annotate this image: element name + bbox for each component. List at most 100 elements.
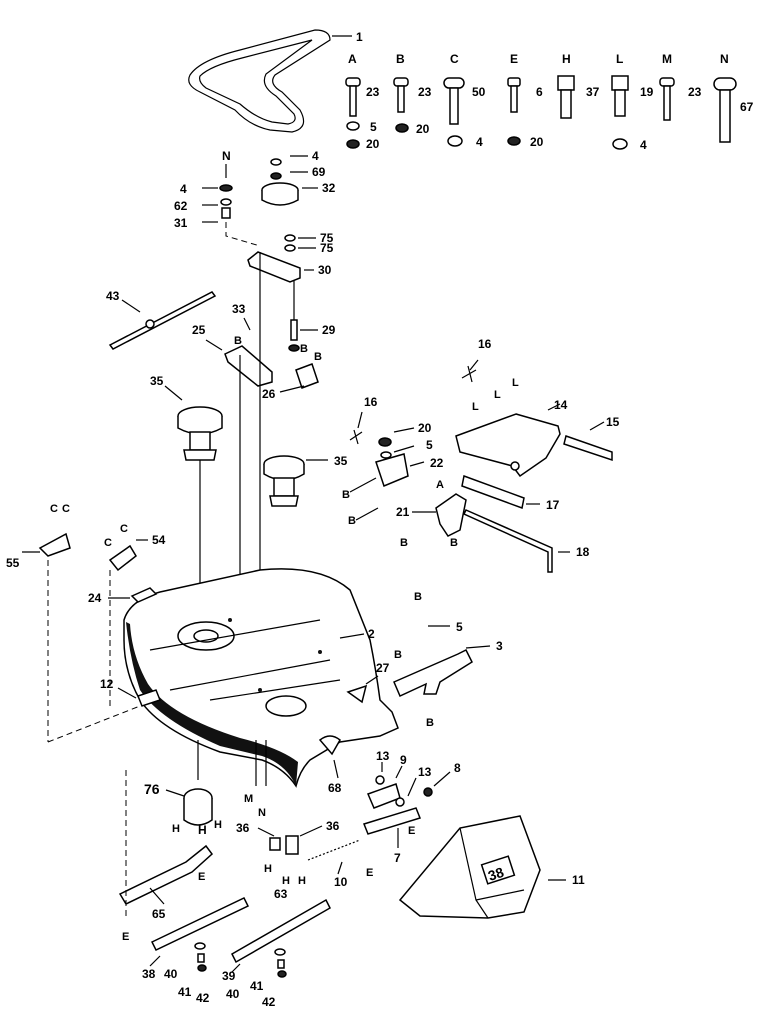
callout-30: 30 [318, 263, 332, 277]
callout-54: 54 [152, 533, 166, 547]
spindle-pulley-left [177, 406, 223, 461]
callout-4-right: 4 [312, 149, 319, 163]
callout-11: 11 [572, 873, 585, 887]
callout-62: 62 [174, 199, 188, 213]
hardware-legend: A 23 B 23 C 50 E 6 H 37 L 19 M 23 N 67 5… [345, 52, 754, 152]
callout-8: 8 [454, 761, 461, 775]
hw-qty-a: 23 [366, 85, 380, 99]
callout-3: 3 [496, 639, 503, 653]
mower-deck-housing [123, 568, 399, 788]
callout-13-right: 13 [418, 765, 432, 779]
letter-h-76c: H [214, 819, 222, 831]
hw-qty-m: 23 [688, 85, 702, 99]
hw-letter-a: A [348, 52, 357, 66]
hw-qty-c: 50 [472, 85, 486, 99]
callout-39: 39 [222, 969, 236, 983]
callout-32: 32 [322, 181, 336, 195]
letter-c-55b: C [62, 503, 70, 515]
letter-c-54b: C [120, 523, 128, 535]
callout-9: 9 [400, 753, 407, 767]
callout-5-upper: 5 [426, 438, 433, 452]
callout-13-left: 13 [376, 749, 390, 763]
callout-21: 21 [396, 505, 410, 519]
hw-letter-h: H [562, 52, 571, 66]
callout-29: 29 [322, 323, 336, 337]
callout-41-left: 41 [178, 985, 192, 999]
hw-letter-e: E [510, 52, 518, 66]
hw-qty-b: 23 [418, 85, 432, 99]
callout-63: 63 [274, 887, 288, 901]
letter-n-lower: N [258, 807, 266, 819]
callout-16-left: 16 [364, 395, 378, 409]
hw-qty-l: 19 [640, 85, 654, 99]
callout-35-left: 35 [150, 374, 164, 388]
letter-c-54a: C [104, 537, 112, 549]
drive-belt-part [188, 29, 331, 133]
hw-letter-c: C [450, 52, 459, 66]
letter-e-7b: E [408, 825, 415, 837]
letter-h-36a: H [264, 863, 272, 875]
letter-e-7a: E [366, 867, 373, 879]
nut-qty-4a: 4 [476, 135, 483, 149]
letter-e-65: E [122, 931, 129, 943]
callout-75b: 75 [320, 241, 334, 255]
callout-42-left: 42 [196, 991, 210, 1005]
letter-e-blade: E [198, 871, 205, 883]
callout-14: 14 [554, 398, 568, 412]
callout-55: 55 [6, 556, 20, 570]
nut-qty-4b: 4 [640, 138, 647, 152]
letter-l-3: L [512, 377, 519, 389]
discharge-shroud: 38 [398, 815, 541, 919]
callout-40-right: 40 [226, 987, 240, 1001]
callout-16-right: 16 [478, 337, 492, 351]
letter-h-76b: H [198, 823, 207, 837]
callout-15: 15 [606, 415, 620, 429]
callout-2: 2 [368, 627, 375, 641]
nut-qty-20c: 20 [530, 135, 544, 149]
lift-bracket-14 [455, 413, 561, 478]
callout-42-right: 42 [262, 995, 276, 1009]
hw-qty-h: 37 [586, 85, 600, 99]
shroud-badge: 38 [486, 864, 506, 884]
callout-7: 7 [394, 851, 401, 865]
callout-18: 18 [576, 545, 590, 559]
letter-b-22b: B [348, 515, 356, 527]
letter-h-76a: H [172, 823, 180, 835]
callout-12: 12 [100, 677, 114, 691]
letter-b-25: B [234, 335, 242, 347]
callout-65: 65 [152, 907, 166, 921]
letter-l-1: L [472, 401, 479, 413]
letter-m: M [244, 793, 253, 805]
callout-5-lower: 5 [456, 620, 463, 634]
callout-17: 17 [546, 498, 560, 512]
callout-36-right: 36 [326, 819, 340, 833]
nut-qty-20a: 20 [366, 137, 380, 151]
callout-40-left: 40 [164, 967, 178, 981]
callout-31: 31 [174, 216, 188, 230]
callout-76: 76 [144, 781, 160, 797]
letter-n-top: N [222, 149, 231, 163]
callout-24: 24 [88, 591, 102, 605]
callout-68: 68 [328, 781, 342, 795]
letter-h-36b: H [282, 875, 290, 887]
letter-b-22a: B [342, 489, 350, 501]
letter-b-21a: B [400, 537, 408, 549]
callout-75a: 75 [320, 231, 334, 245]
hw-letter-l: L [616, 52, 623, 66]
letter-c-55a: C [50, 503, 58, 515]
spindle-pulley-right [263, 455, 305, 507]
callout-27: 27 [376, 661, 390, 675]
callout-20: 20 [418, 421, 432, 435]
callout-26: 26 [262, 387, 276, 401]
callout-1: 1 [356, 30, 363, 44]
letter-a-21: A [436, 479, 444, 491]
hw-letter-n: N [720, 52, 729, 66]
letter-b-26a: B [300, 343, 308, 355]
callout-36-left: 36 [236, 821, 250, 835]
callout-4-left: 4 [180, 182, 187, 196]
letter-b-3b: B [394, 649, 402, 661]
letter-l-2: L [494, 389, 501, 401]
callout-10: 10 [334, 875, 348, 889]
letter-b-3c: B [426, 717, 434, 729]
